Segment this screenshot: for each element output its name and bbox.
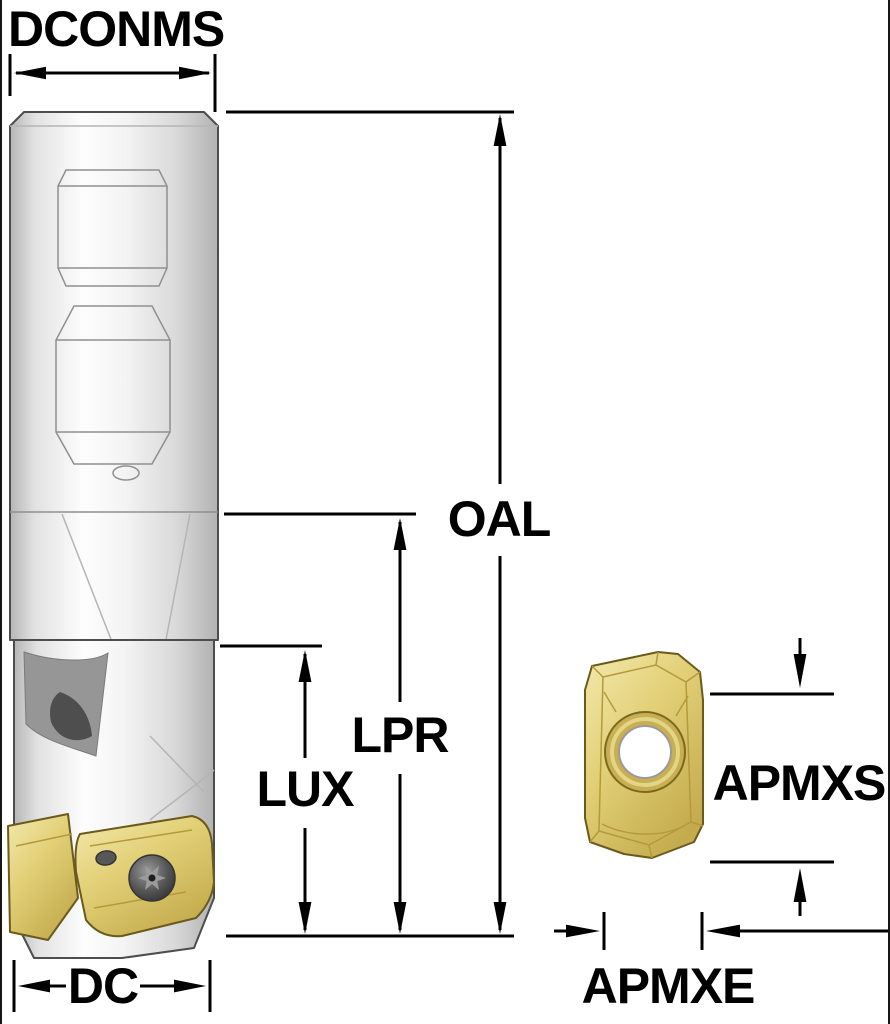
arrow-right-icon (174, 979, 206, 993)
left-edge-border (0, 0, 2, 1024)
tool-shank (9, 111, 219, 641)
insert-pocket-left (7, 813, 79, 941)
arrow-right-icon (179, 66, 211, 80)
label-dconms: DCONMS (8, 1, 224, 57)
dim-apmxe: APMXE (554, 912, 888, 1014)
shank-flat-lower (55, 305, 171, 481)
insert-screw-hole (604, 711, 686, 793)
shank-flat-upper (57, 169, 168, 287)
dim-dconms: DCONMS (8, 1, 225, 112)
label-apmxs: APMXS (713, 755, 886, 811)
insert-drawing (584, 651, 704, 859)
dim-apmxs: APMXS (710, 638, 886, 916)
arrow-up-icon (298, 650, 312, 682)
arrow-left-icon (18, 979, 50, 993)
arrow-left-icon (706, 924, 740, 938)
label-oal: OAL (448, 491, 551, 547)
label-lux: LUX (257, 761, 355, 817)
right-edge-border (888, 0, 890, 1024)
label-apmxe: APMXE (582, 958, 755, 1014)
arrow-right-icon (566, 924, 600, 938)
pocket-screw-hole (95, 850, 117, 866)
insert-screw (128, 854, 176, 902)
arrow-down-icon (793, 654, 807, 688)
head-flute-curve (149, 769, 215, 821)
insert-chipbreaker (601, 823, 685, 835)
label-lpr: LPR (352, 707, 450, 763)
insert-corner-facets (589, 651, 704, 859)
label-dc: DC (68, 958, 138, 1014)
dim-oal: OAL (448, 114, 551, 934)
dim-dc: DC (12, 958, 212, 1014)
arrow-down-icon (493, 902, 507, 934)
extension-lines (220, 110, 514, 938)
shank-dimple (112, 465, 140, 481)
arrow-left-icon (14, 66, 46, 80)
arrow-up-icon (793, 868, 807, 902)
arrow-down-icon (393, 902, 407, 934)
dim-lpr: LPR (352, 518, 450, 934)
arrow-down-icon (298, 902, 312, 934)
arrow-up-icon (493, 114, 507, 146)
dim-lux: LUX (257, 650, 355, 934)
head-facet-line (149, 735, 205, 793)
pocket-recess (50, 692, 92, 741)
chip-pocket (23, 651, 109, 757)
insert-front (74, 815, 215, 938)
arrow-up-icon (393, 518, 407, 550)
tool-drawing (7, 111, 219, 959)
